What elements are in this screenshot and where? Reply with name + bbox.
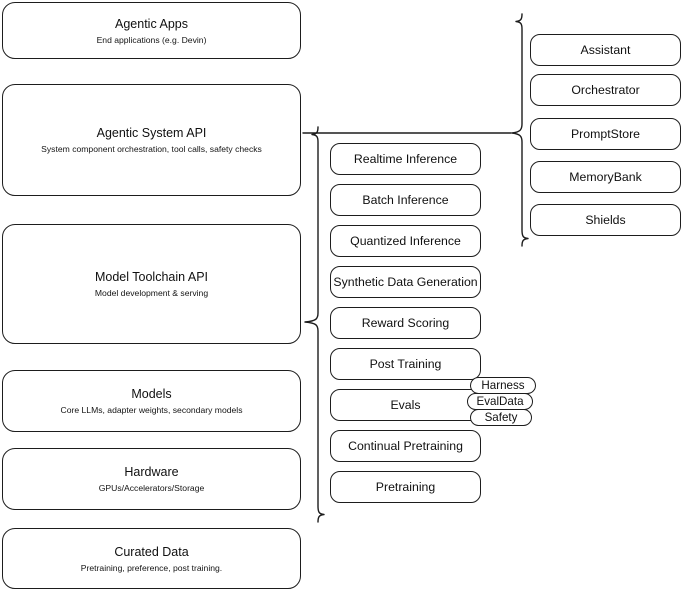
layer-title: Curated Data	[114, 544, 189, 559]
component-promptstore[interactable]: PromptStore	[530, 118, 681, 150]
component-label: Orchestrator	[571, 83, 640, 97]
layer-title: Model Toolchain API	[94, 270, 209, 284]
component-label: MemoryBank	[569, 170, 642, 184]
layer-hardware[interactable]: Hardware GPUs/Accelerators/Storage	[2, 448, 301, 510]
brace-toolchain-capabilities	[304, 126, 325, 523]
layer-title: Agentic Apps	[115, 16, 188, 31]
layer-subtitle: Pretraining, preference, post training.	[80, 562, 223, 573]
capability-label: Pretraining	[375, 480, 436, 494]
layer-subtitle: System component orchestration, tool cal…	[41, 144, 262, 154]
component-label: Assistant	[580, 43, 631, 57]
layer-subtitle: End applications (e.g. Devin)	[96, 34, 207, 45]
capability-synthetic-data-generation[interactable]: Synthetic Data Generation	[330, 266, 481, 298]
layer-agentic-apps[interactable]: Agentic Apps End applications (e.g. Devi…	[2, 2, 301, 59]
layer-title: Models	[131, 387, 172, 401]
component-orchestrator[interactable]: Orchestrator	[530, 74, 681, 106]
capability-label: Batch Inference	[362, 193, 449, 207]
component-label: Shields	[585, 213, 626, 227]
component-label: PromptStore	[570, 127, 641, 141]
layer-subtitle: Core LLMs, adapter weights, secondary mo…	[60, 405, 243, 415]
eval-badge-label: EvalData	[476, 394, 524, 408]
layer-subtitle: GPUs/Accelerators/Storage	[98, 483, 205, 493]
capability-label: Synthetic Data Generation	[333, 275, 478, 289]
component-assistant[interactable]: Assistant	[530, 34, 681, 66]
layer-subtitle: Model development & serving	[94, 288, 209, 298]
capability-reward-scoring[interactable]: Reward Scoring	[330, 307, 481, 339]
layer-model-toolchain-api[interactable]: Model Toolchain API Model development & …	[2, 224, 301, 344]
layer-agentic-system-api[interactable]: Agentic System API System component orch…	[2, 84, 301, 196]
component-memorybank[interactable]: MemoryBank	[530, 161, 681, 193]
capability-label: Reward Scoring	[361, 316, 450, 330]
capability-realtime-inference[interactable]: Realtime Inference	[330, 143, 481, 175]
eval-badge-label: Safety	[484, 410, 518, 424]
capability-evals[interactable]: Evals	[330, 389, 481, 421]
capability-label: Evals	[390, 398, 421, 412]
eval-badge-safety[interactable]: Safety	[470, 409, 532, 426]
capability-pretraining[interactable]: Pretraining	[330, 471, 481, 503]
layer-title: Hardware	[124, 465, 179, 479]
brace-system-components	[511, 13, 529, 247]
eval-badge-label: Harness	[481, 378, 525, 392]
capability-label: Quantized Inference	[350, 234, 461, 248]
layer-title: Agentic System API	[96, 126, 207, 140]
capability-label: Realtime Inference	[353, 152, 458, 166]
capability-continual-pretraining[interactable]: Continual Pretraining	[330, 430, 481, 462]
capability-label: Continual Pretraining	[348, 439, 463, 453]
eval-badge-evaldata[interactable]: EvalData	[467, 393, 533, 410]
capability-batch-inference[interactable]: Batch Inference	[330, 184, 481, 216]
capability-label: Post Training	[369, 357, 442, 371]
component-shields[interactable]: Shields	[530, 204, 681, 236]
layer-curated-data[interactable]: Curated Data Pretraining, preference, po…	[2, 528, 301, 589]
layer-models[interactable]: Models Core LLMs, adapter weights, secon…	[2, 370, 301, 432]
capability-post-training[interactable]: Post Training	[330, 348, 481, 380]
capability-quantized-inference[interactable]: Quantized Inference	[330, 225, 481, 257]
eval-badge-harness[interactable]: Harness	[470, 377, 536, 394]
